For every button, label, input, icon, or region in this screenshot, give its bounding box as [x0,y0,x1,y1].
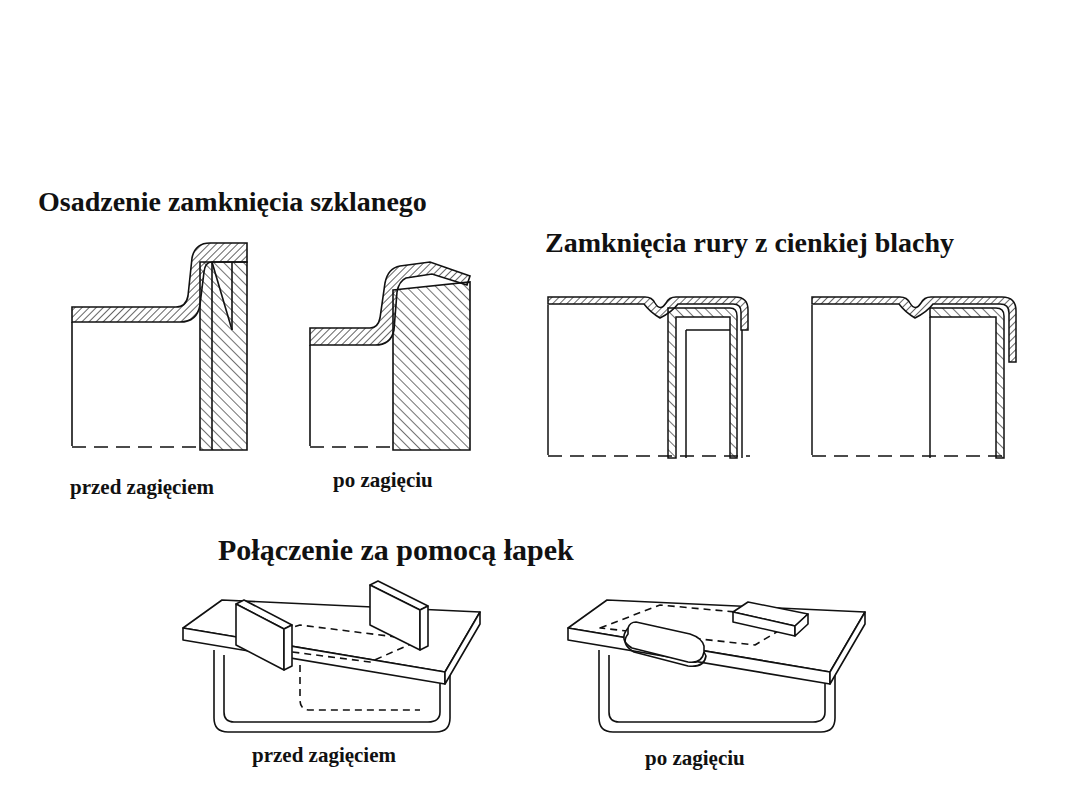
glass-closure-before-part [71,322,73,446]
sheet-tube-closure-right-part [812,297,1016,362]
section-heading: Połączenie za pomocą łapek [218,533,574,566]
section-heading: Osadzenie zamknięcia szklanego [38,187,427,218]
glass-closure-before-part [200,262,247,450]
glass-closure-before [72,243,247,450]
tab-joint-after [568,600,865,732]
state-caption: po zagięciu [333,469,433,492]
tab-joint-after-part [795,614,808,636]
section-heading: Zamknięcia rury z cienkiej blachy [545,228,954,259]
sheet-tube-closure-right-part [812,455,1010,457]
sheet-tube-closure-left-part [685,330,687,458]
sheet-tube-closure-left-part [668,308,737,458]
tab-joint-after-part [624,622,704,662]
sheet-tube-closure-right-part [930,308,1004,458]
state-caption: po zagięciu [645,747,745,770]
glass-closure-after-part [310,262,470,345]
glass-closure-after-part [309,345,311,446]
sheet-tube-closure-right [812,297,1016,458]
state-caption: przed zagięciem [252,744,396,767]
tab-joint-before [183,581,480,732]
glass-closure-before-part [211,262,213,450]
glass-closure-before-part [231,262,233,330]
glass-closure-after-part [393,282,470,450]
tab-joint-before-part [445,612,480,684]
tab-joint-before-part [370,585,420,650]
sheet-tube-closure-right-part [811,305,813,455]
sheet-tube-closure-left-part [686,329,730,331]
tab-joint-after-part [830,612,865,684]
tab-joint-after-part [733,612,795,636]
sheet-tube-closure-right-part [929,317,931,458]
glass-closure-before-part [72,446,200,448]
tab-joint-before-part [236,604,284,670]
state-caption: przed zagięciem [70,476,214,499]
sheet-tube-closure-left-part [547,305,549,455]
sheet-tube-closure-left [548,297,750,458]
glass-closure-after [310,262,470,450]
tab-joint-before-part [284,625,292,670]
tab-joint-before-part [420,606,428,650]
tab-joint-after-part [625,628,706,666]
sheet-tube-closure-left-part [548,455,750,457]
glass-closure-before-part [212,262,232,330]
sheet-tube-closure-left-part [741,330,743,458]
glass-closure-after-part [310,446,393,448]
